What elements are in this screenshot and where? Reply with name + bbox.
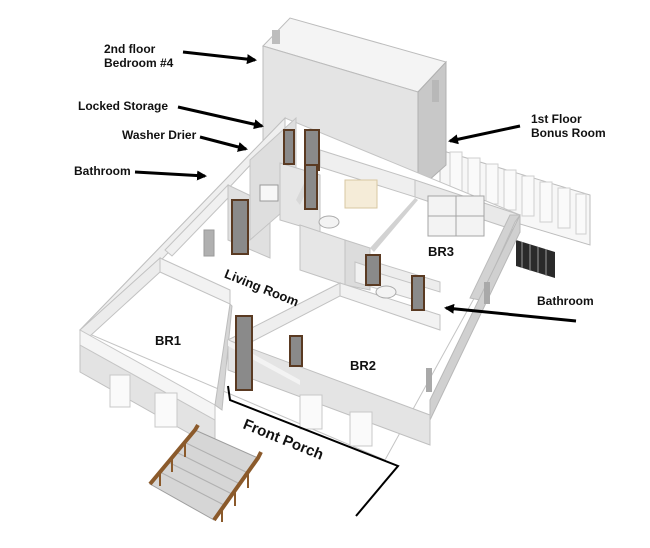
callout-locked-storage: Locked Storage [78,99,169,113]
callout-bonus-room: 1st Floor Bonus Room [531,112,606,140]
br1-walls [79,256,233,449]
door [235,315,253,391]
callout-bonus-line1: 1st Floor [531,112,582,126]
door [365,254,381,286]
door [283,129,295,165]
door [304,164,318,210]
bonus-room-fence [439,149,591,278]
door [203,229,215,257]
arrow-bonus-room [448,124,521,145]
callout-arrows [134,50,577,323]
arrow-bathroom-right [444,303,577,323]
callout-bathroom-left: Bathroom [74,164,131,178]
door [411,275,425,311]
room-label-br1: BR1 [155,333,182,348]
fixtures [259,179,485,299]
exterior-walls [79,116,521,421]
door [289,335,303,367]
door [231,199,249,255]
front-porch [148,385,400,522]
doors [203,129,425,391]
room-label-br3: BR3 [428,244,455,259]
arrow-locked-storage [177,105,264,130]
callout-bedroom4-line1: 2nd floor [104,42,156,56]
arrow-bathroom-left [134,170,207,181]
arrow-washer-drier [199,135,248,152]
callout-bedroom4: 2nd floor Bedroom #4 [104,42,173,70]
arrow-bedroom4 [182,50,257,65]
callout-bedroom4-line2: Bedroom #4 [104,56,174,70]
second-floor-tower [262,17,447,192]
room-label-br2: BR2 [350,358,377,373]
callout-bathroom-right: Bathroom [537,294,594,308]
callout-bonus-line2: Bonus Room [531,126,606,140]
callout-washer-drier: Washer Drier [122,128,197,142]
